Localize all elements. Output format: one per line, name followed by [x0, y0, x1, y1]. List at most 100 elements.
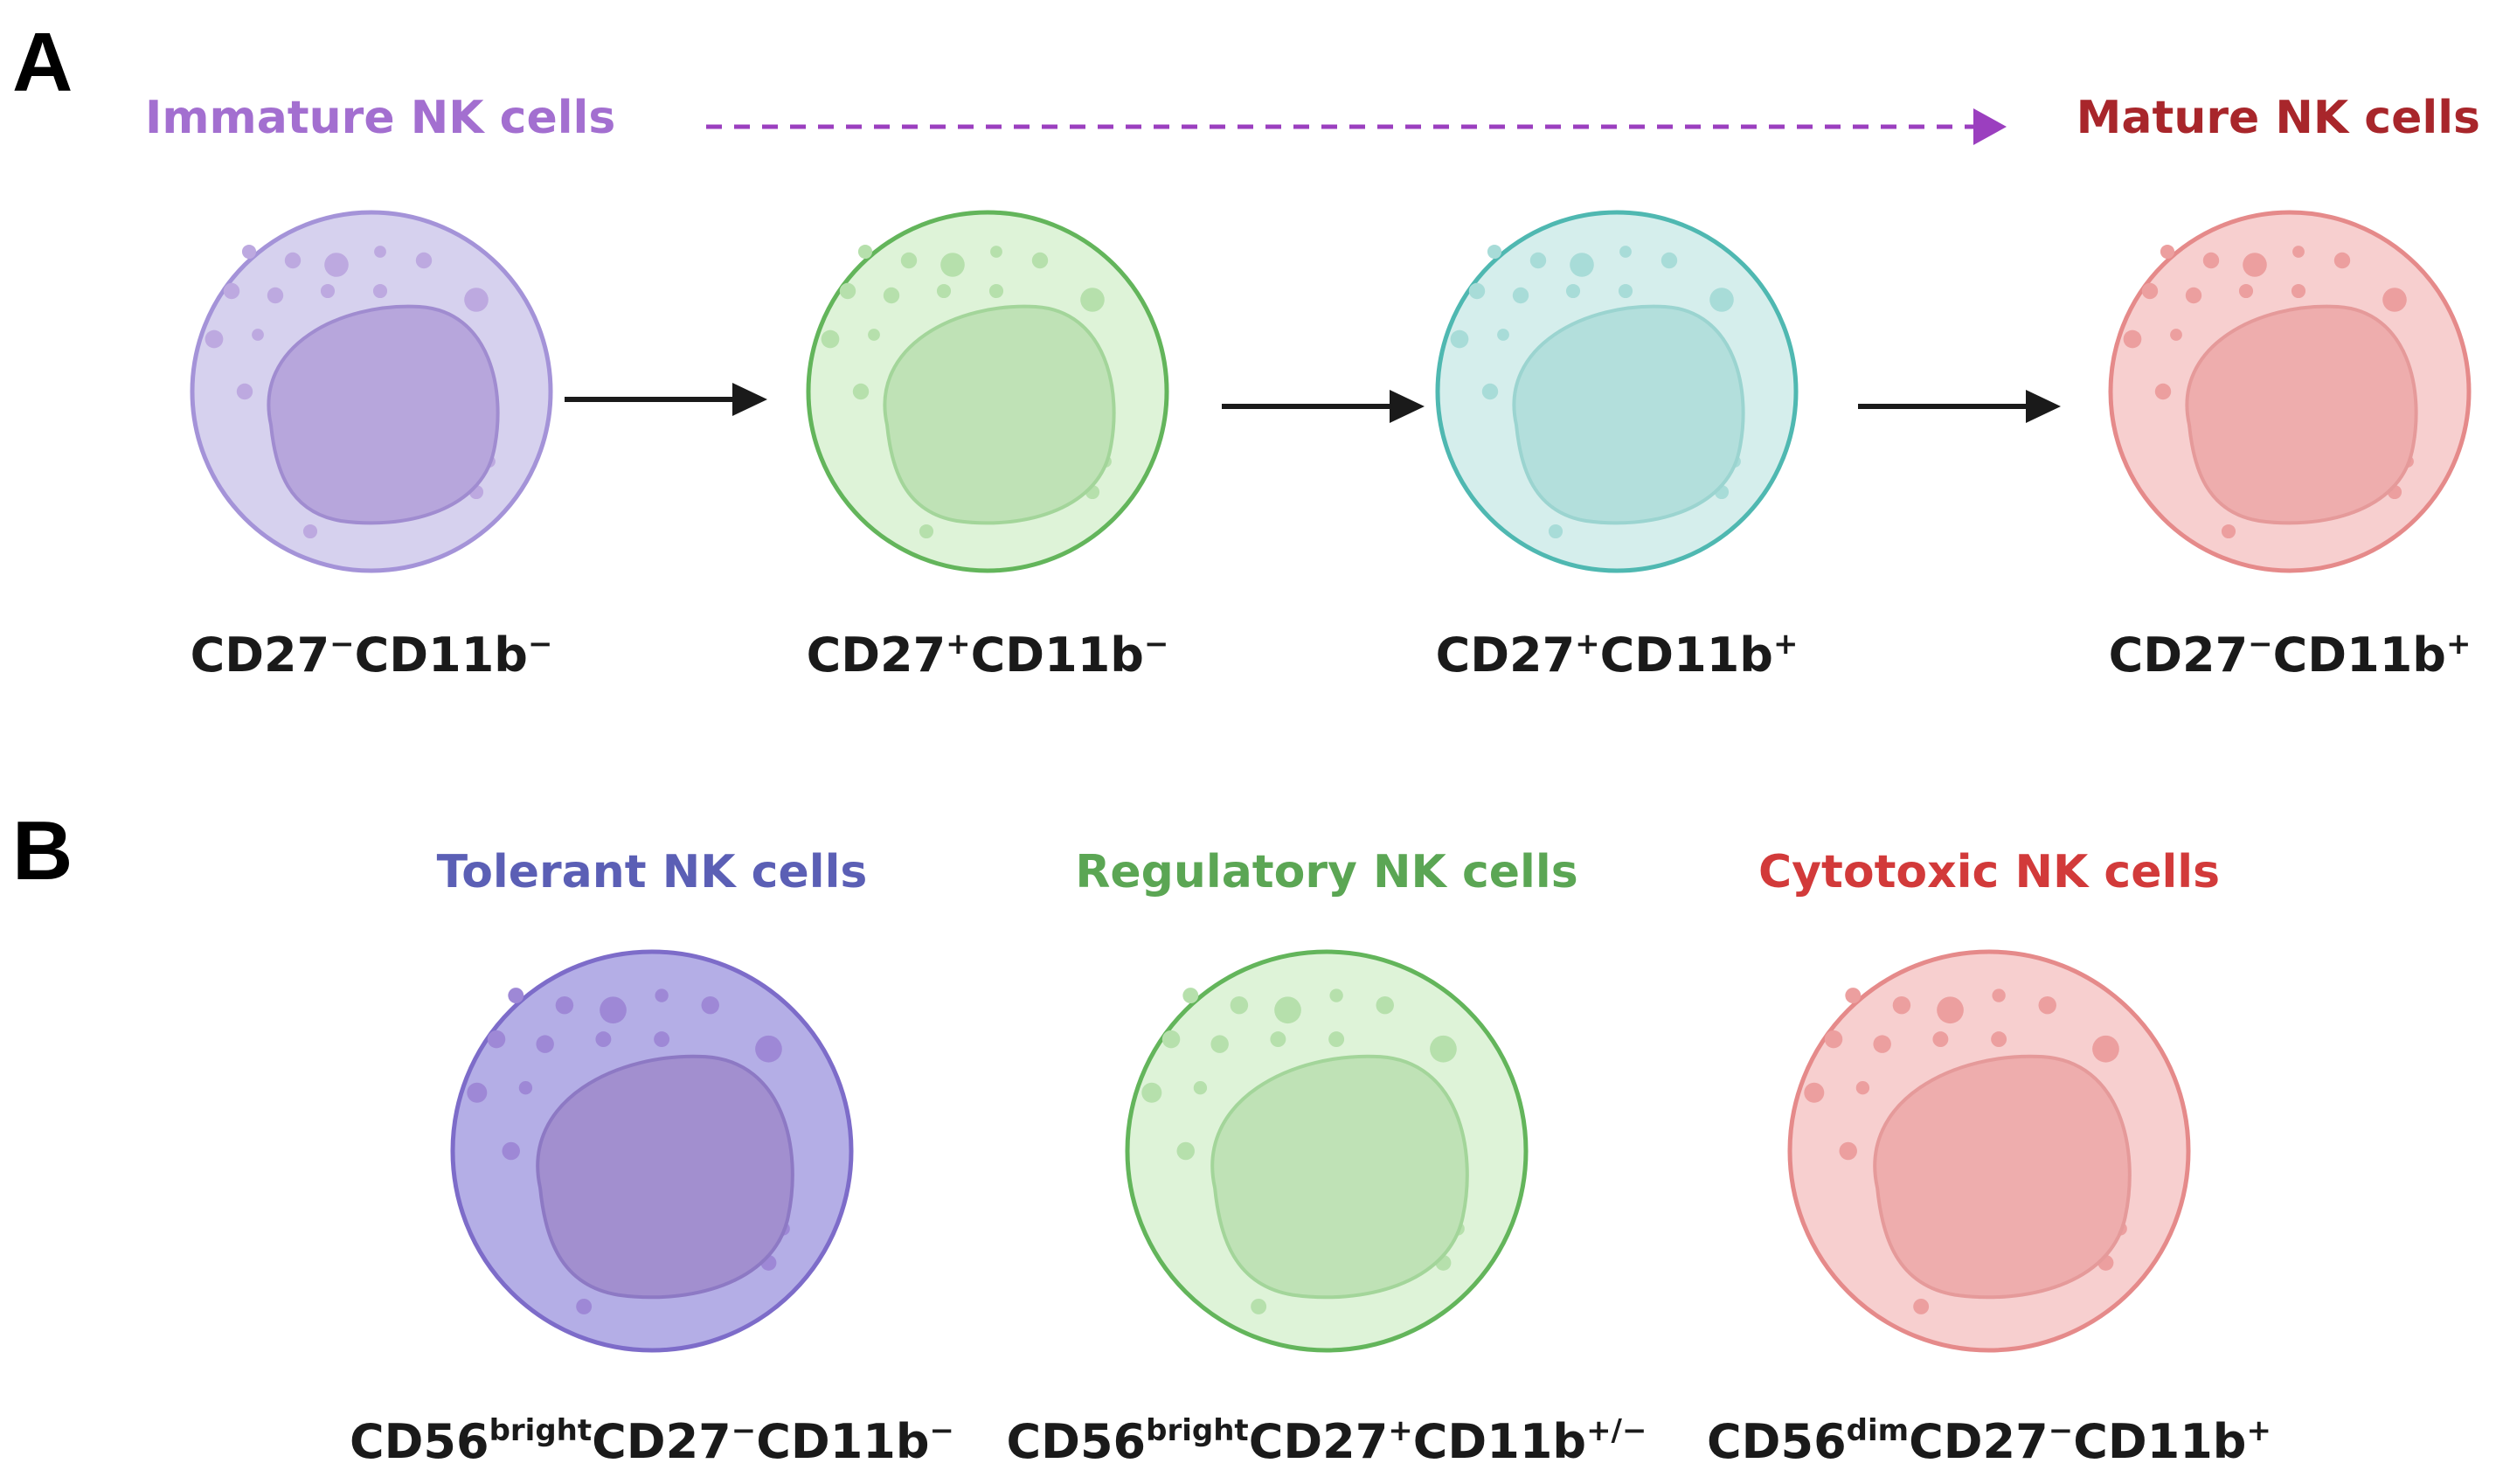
granule [1991, 1031, 2007, 1048]
granule [821, 329, 840, 349]
cell-b-3 [1787, 949, 2191, 1353]
granule [595, 1031, 612, 1048]
granule [302, 524, 318, 539]
granule [2160, 244, 2175, 260]
granule [518, 1081, 533, 1095]
granule [1804, 1082, 1825, 1103]
granule [1230, 995, 1249, 1015]
granule [2221, 524, 2236, 539]
marker-b-2: CD56brightCD27+CD11b+/− [1007, 1413, 1647, 1469]
cell-b-title-1: Tolerant NK cells [437, 846, 868, 898]
granule [1618, 283, 1633, 299]
marker-b-3: CD56dimCD27−CD11b+ [1707, 1413, 2271, 1469]
granule [1548, 524, 1563, 539]
granule [252, 329, 264, 341]
granule [1468, 282, 1486, 300]
granule [600, 996, 627, 1024]
granule [1565, 283, 1581, 299]
granule [372, 283, 388, 299]
granule [241, 244, 257, 260]
immature-nk-label: Immature NK cells [145, 92, 615, 144]
granule [701, 995, 719, 1015]
cell-a-4 [2108, 210, 2472, 573]
granule [1450, 329, 1469, 349]
granule [1512, 287, 1529, 304]
granule [990, 246, 1002, 258]
granule [576, 1298, 593, 1314]
cell-nucleus [1873, 1054, 2132, 1300]
marker-a-3: CD27+CD11b+ [1436, 627, 1799, 683]
granule [1892, 995, 1911, 1015]
granule [1529, 252, 1547, 269]
granule [988, 283, 1004, 299]
granule [1141, 1082, 1162, 1103]
cell-b-2 [1125, 949, 1529, 1353]
granule [1937, 996, 1964, 1024]
granule [2292, 246, 2305, 258]
marker-a-2: CD27+CD11b− [807, 627, 1169, 683]
granule [1329, 988, 1343, 1002]
granule [1855, 1081, 1870, 1095]
granule [267, 287, 284, 304]
granule [940, 253, 965, 277]
granule [1570, 253, 1594, 277]
granule [1487, 244, 1502, 260]
cell-b-title-3: Cytotoxic NK cells [1758, 846, 2220, 898]
cell-nucleus [1512, 304, 1745, 525]
granule [2038, 995, 2056, 1015]
maturation-arrow-3 [1858, 390, 2061, 423]
granule [857, 244, 873, 260]
granule [415, 252, 433, 269]
granule [2092, 1035, 2119, 1063]
granule [755, 1035, 782, 1063]
granule [2243, 253, 2267, 277]
maturation-arrow-1 [565, 383, 767, 416]
granule [1328, 1031, 1345, 1048]
cell-nucleus [2185, 304, 2418, 525]
granule [2123, 329, 2142, 349]
granule [284, 252, 302, 269]
cell-nucleus [1210, 1054, 1469, 1300]
cell-nucleus [536, 1054, 794, 1300]
granule [1873, 1035, 1891, 1053]
granule [555, 995, 574, 1015]
cell-b-1 [450, 949, 854, 1353]
panel-b-label: B [12, 804, 73, 898]
cell-b-title-2: Regulatory NK cells [1075, 846, 1577, 898]
granule [2154, 383, 2172, 400]
cell-nucleus [267, 304, 500, 525]
granule [2291, 283, 2306, 299]
granule [2170, 329, 2182, 341]
cell-nucleus [883, 304, 1116, 525]
granule [324, 253, 349, 277]
granule [1497, 329, 1509, 341]
granule [223, 282, 240, 300]
granule [655, 988, 669, 1002]
cell-a-2 [806, 210, 1169, 573]
granule [464, 288, 489, 312]
panel-a-label: A [12, 16, 73, 109]
granule [1481, 383, 1499, 400]
cell-a-3 [1435, 210, 1799, 573]
granule [320, 283, 336, 299]
granule [2382, 288, 2407, 312]
granule [936, 283, 952, 299]
granule [900, 252, 918, 269]
granule [2238, 283, 2254, 299]
granule [1845, 988, 1862, 1004]
granule [2333, 252, 2351, 269]
granule [839, 282, 856, 300]
granule [502, 1141, 520, 1161]
granule [1619, 246, 1632, 258]
granule [852, 383, 870, 400]
granule [508, 988, 524, 1004]
granule [1270, 1031, 1286, 1048]
marker-b-1: CD56brightCD27−CD11b− [350, 1413, 954, 1469]
granule [1430, 1035, 1457, 1063]
granule [1176, 1141, 1195, 1161]
granule [654, 1031, 670, 1048]
marker-a-4: CD27−CD11b+ [2109, 627, 2472, 683]
granule [1661, 252, 1678, 269]
maturation-dashed-arrow [706, 108, 2007, 145]
